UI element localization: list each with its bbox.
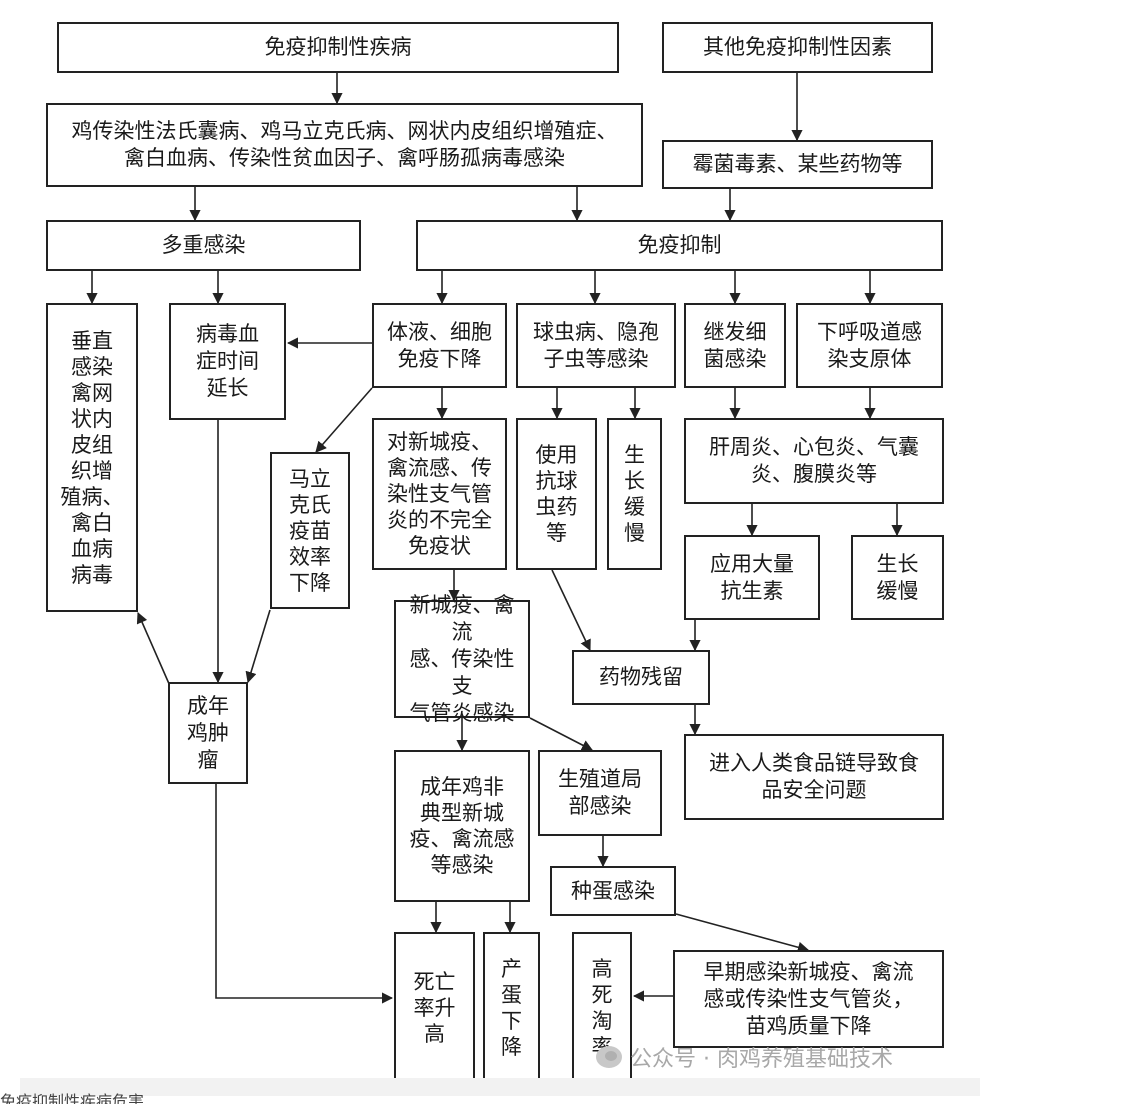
node-marek-vaccine: 马立 克氏 疫苗 效率 下降 xyxy=(270,452,350,609)
node-humoral-cellular: 体液、细胞 免疫下降 xyxy=(372,303,507,388)
node-immunosuppression: 免疫抑制 xyxy=(416,220,943,271)
node-antibiotics: 应用大量 抗生素 xyxy=(684,535,820,620)
node-incomplete-immunity: 对新城疫、 禽流感、传 染性支气管 炎的不完全 免疫状 xyxy=(372,418,507,570)
node-vertical-infection: 垂直 感染 禽网 状内 皮组 织增 殖病、 禽白 血病 病毒 xyxy=(46,303,138,612)
cropped-caption: 免疫抑制性疾病危害 xyxy=(0,1092,145,1104)
node-mycotoxins: 霉菌毒素、某些药物等 xyxy=(662,140,933,189)
node-egg-infection: 种蛋感染 xyxy=(550,866,676,916)
node-serositis: 肝周炎、心包炎、气囊 炎、腹膜炎等 xyxy=(684,418,944,504)
node-lower-respiratory: 下呼吸道感 染支原体 xyxy=(796,303,943,388)
node-viremia: 病毒血 症时间 延长 xyxy=(169,303,286,420)
node-egg-drop: 产 蛋 下 降 xyxy=(483,932,540,1084)
node-reproductive-infection: 生殖道局 部感染 xyxy=(538,750,662,836)
node-growth-slow-2: 生长 缓慢 xyxy=(851,535,944,620)
node-drug-residue: 药物残留 xyxy=(572,650,710,705)
node-atypical-infection: 成年鸡非 典型新城 疫、禽流感 等感染 xyxy=(394,750,530,902)
node-coccidiosis: 球虫病、隐孢 子虫等感染 xyxy=(516,303,676,388)
watermark: 公众号 · 肉鸡养殖基础技术 xyxy=(596,1040,956,1074)
node-nd-ai-ib-infection: 新城疫、禽流 感、传染性支 气管炎感染 xyxy=(394,593,530,725)
node-early-infection: 早期感染新城疫、禽流 感或传染性支气管炎， 苗鸡质量下降 xyxy=(673,950,944,1048)
edge-marek-to-tumor xyxy=(245,609,271,684)
edge-humoral-to-marek xyxy=(315,387,373,453)
node-multiple-infection: 多重感染 xyxy=(46,220,361,271)
node-mortality-up: 死亡 率升 高 xyxy=(394,932,475,1084)
node-other-factors: 其他免疫抑制性因素 xyxy=(662,22,933,73)
node-secondary-bacterial: 继发细 菌感染 xyxy=(684,303,786,388)
node-food-safety: 进入人类食品链导致食 品安全问题 xyxy=(684,734,944,820)
edge-tumor-to-mortality xyxy=(215,784,394,1004)
bottom-strip xyxy=(20,1078,980,1096)
node-adult-tumor: 成年 鸡肿 瘤 xyxy=(168,682,248,784)
watermark-text: 公众号 · 肉鸡养殖基础技术 xyxy=(630,1047,893,1072)
edge-egg-to-early xyxy=(675,913,810,953)
edge-tumor-to-vertical xyxy=(136,611,171,687)
wechat-logo-icon xyxy=(596,1046,622,1068)
node-growth-slow-1: 生 长 缓 慢 xyxy=(607,418,662,570)
node-anticoccidial: 使用 抗球 虫药 等 xyxy=(516,418,597,570)
edge-nd-to-reproductive xyxy=(529,717,593,751)
node-disease-list: 鸡传染性法氏囊病、鸡马立克氏病、网状内皮组织增殖症、 禽白血病、传染性贫血因子、… xyxy=(46,103,643,187)
edge-anticocci-to-residue xyxy=(551,569,591,652)
node-immunosuppressive-disease: 免疫抑制性疾病 xyxy=(57,22,619,73)
